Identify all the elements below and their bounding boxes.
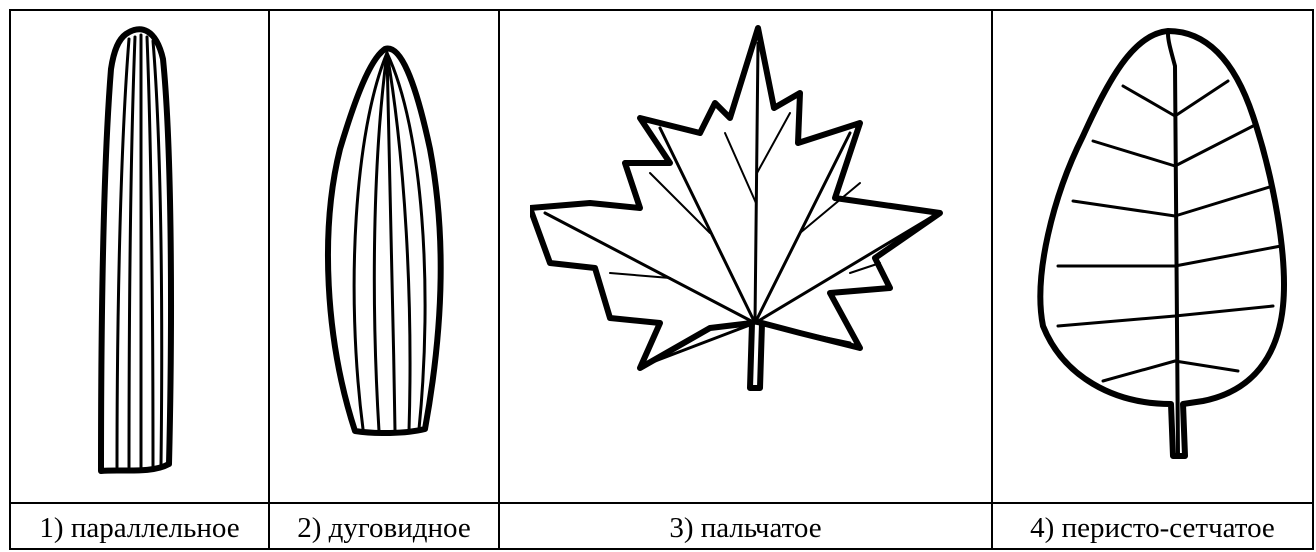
venation-types-table: 1) параллельное 2) дуговидное 3) пальчат…	[9, 9, 1314, 550]
cell-palmate: 3) пальчатое	[500, 11, 991, 550]
cell-arcuate: 2) дуговидное	[270, 11, 498, 550]
pinnate-net-venation-leaf-icon	[1033, 26, 1303, 466]
cell-pinnate-net: 4) перисто-сетчатое	[993, 11, 1312, 550]
venation-label-arcuate: 2) дуговидное	[270, 506, 498, 550]
parallel-venation-leaf-icon	[81, 19, 201, 489]
arcuate-venation-leaf-icon	[305, 39, 465, 439]
cell-parallel: 1) параллельное	[11, 11, 268, 550]
palmate-venation-leaf-icon	[530, 23, 970, 403]
venation-label-palmate: 3) пальчатое	[500, 506, 991, 550]
venation-label-pinnate-net: 4) перисто-сетчатое	[993, 506, 1312, 550]
venation-label-parallel: 1) параллельное	[11, 506, 268, 550]
